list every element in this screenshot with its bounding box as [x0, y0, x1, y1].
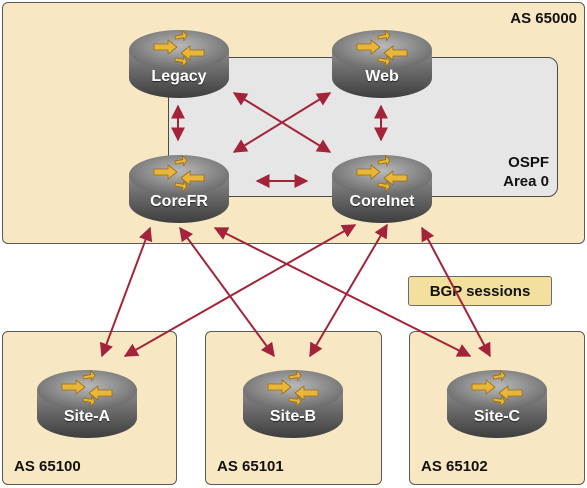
router-name: CoreInet — [349, 193, 415, 210]
bgp-coreinet-site-c — [421, 226, 491, 358]
router-site-a: Site-A — [33, 360, 141, 442]
router-corefr: CoreFR — [125, 145, 233, 227]
as-65102-label: AS 65102 — [421, 458, 488, 475]
router-icon — [332, 29, 432, 98]
as-65100-label: AS 65100 — [14, 458, 81, 475]
router-icon — [37, 369, 137, 438]
router-name: Site-A — [63, 408, 111, 425]
router-icon — [129, 154, 229, 223]
link-web-corefr — [232, 92, 332, 153]
router-name: Legacy — [151, 68, 207, 85]
bgp-corefr-site-b — [179, 226, 275, 358]
as-65000-label: AS 65000 — [510, 10, 577, 27]
router-coreinet: CoreInet — [328, 145, 436, 227]
router-name: Site-B — [269, 408, 317, 425]
ospf-area-label: OSPF Area 0 — [503, 153, 549, 191]
bgp-corefr-site-a — [99, 226, 153, 358]
router-name: CoreFR — [150, 193, 208, 210]
as-65101-label: AS 65101 — [217, 458, 284, 475]
ospf-label-line1: OSPF — [508, 154, 549, 171]
router-site-b: Site-B — [239, 360, 347, 442]
router-name: Site-C — [473, 408, 521, 425]
router-icon — [332, 154, 432, 223]
router-legacy: Legacy — [125, 20, 233, 102]
ospf-label-line2: Area 0 — [503, 173, 549, 190]
router-icon — [129, 29, 229, 98]
router-web: Web — [328, 20, 436, 102]
router-name: Web — [365, 68, 399, 85]
router-icon — [447, 369, 547, 438]
router-icon — [243, 369, 343, 438]
router-site-c: Site-C — [443, 360, 551, 442]
bgp-coreinet-site-b — [309, 223, 388, 358]
